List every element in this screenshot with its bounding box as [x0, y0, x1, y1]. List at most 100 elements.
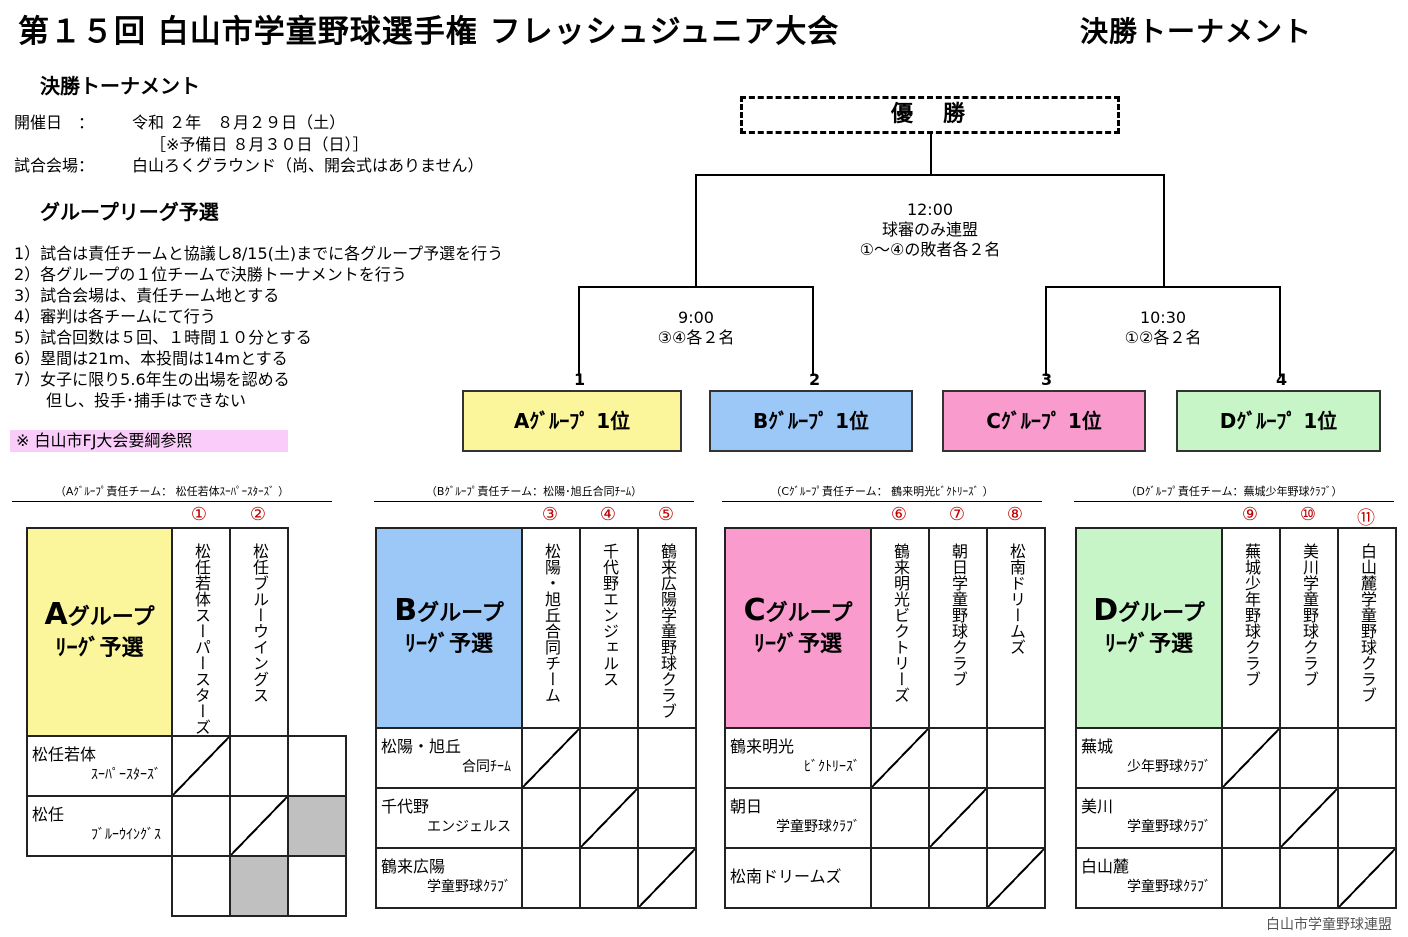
- row-team: 松南ドリームズ: [724, 847, 872, 909]
- row-team-sub: ﾌﾞﾙｰｳｲﾝｸﾞｽ: [91, 827, 161, 843]
- reserve-date: ［※予備日 ８月３０日（日）］: [150, 135, 369, 154]
- group-letter: B: [394, 592, 418, 628]
- semi-right-note: ①②各２名: [1124, 328, 1202, 347]
- score-cell: [928, 727, 988, 789]
- semi-right-time: 10:30: [1139, 308, 1187, 327]
- team-number: ⑤: [657, 504, 675, 525]
- row-team-sub: 少年野球ｸﾗﾌﾞ: [1127, 759, 1211, 775]
- score-cell: [171, 795, 231, 857]
- group-label: グループ: [765, 600, 853, 626]
- venue-label: 試合会場：: [14, 156, 95, 175]
- row-team-name: 鶴来明光: [730, 737, 795, 756]
- row-team-sub: ﾋﾞｸﾄﾘｰｽﾞ: [804, 759, 860, 775]
- rule-item: 7）女子に限り5.6年生の出場を認める: [14, 370, 290, 389]
- self-match-cell: [171, 735, 231, 797]
- resp-team-d: （Dｸﾞﾙｰﾌﾟ責任チーム：蕪城少年野球ｸﾗﾌﾞ）: [1074, 483, 1394, 502]
- league-label: ﾘｰｸﾞ予選: [55, 635, 144, 661]
- team-number: ④: [599, 504, 617, 525]
- row-team: 鶴来明光 ﾋﾞｸﾄﾘｰｽﾞ: [724, 727, 872, 789]
- rule-item: 4）審判は各チームにて行う: [14, 307, 216, 326]
- row-team-sub: 合同ﾁｰﾑ: [462, 759, 511, 775]
- row-team: 朝日学童野球ｸﾗﾌﾞ: [724, 787, 872, 849]
- column-team-name: 松任若体スーパースターズ: [192, 543, 211, 735]
- self-match-cell: [870, 727, 930, 789]
- resp-team-b: （Bｸﾞﾙｰﾌﾟ責任チーム：松陽･旭丘合同ﾁｰﾑ）: [374, 483, 694, 502]
- team-number: ⑨: [1241, 504, 1259, 525]
- group-a-title: Aグループ ﾘｰｸﾞ予選: [26, 527, 173, 737]
- blank-cell: [287, 795, 347, 857]
- bracket-line: [1045, 286, 1281, 376]
- score-cell: [1279, 847, 1339, 909]
- team-number: ②: [249, 504, 267, 525]
- semi-left-info: 9:00 ③④各２名: [626, 308, 766, 348]
- row-team-sub: ｽｰﾊﾟｰｽﾀｰｽﾞ: [91, 767, 161, 783]
- info-heading: 決勝トーナメント: [40, 74, 200, 98]
- final-note: ①～④の敗者各２名: [859, 240, 1001, 259]
- column-team: 蕪城少年野球クラブ: [1221, 527, 1281, 729]
- score-cell: [637, 787, 697, 849]
- row-team: 千代野エンジェルス: [375, 787, 523, 849]
- score-cell: [287, 855, 347, 917]
- row-team-sub: 学童野球ｸﾗﾌﾞ: [427, 879, 511, 895]
- semi-left-time: 9:00: [678, 308, 714, 327]
- group-b-title: Bグループ ﾘｰｸﾞ予選: [375, 527, 523, 729]
- final-umpire: 球審のみ連盟: [881, 220, 978, 239]
- column-team-name: 松任ブルーウイングス: [250, 543, 269, 703]
- slot-group-c: Cｸﾞﾙｰﾌﾟ 1位: [942, 390, 1146, 452]
- group-letter: D: [1093, 592, 1119, 628]
- empty-cell: [288, 528, 346, 736]
- self-match-cell: [928, 787, 988, 849]
- row-team: 鶴来広陽学童野球ｸﾗﾌﾞ: [375, 847, 523, 909]
- column-team-name: 松南ドリームズ: [1007, 543, 1026, 655]
- row-team-name: 松陽・旭丘: [381, 737, 462, 756]
- score-cell: [579, 847, 639, 909]
- bracket-line: [578, 286, 814, 376]
- seed-label: 1: [574, 370, 586, 389]
- rule-item: 3）試合会場は、責任チーム地とする: [14, 286, 280, 305]
- team-number: ①: [190, 504, 208, 525]
- score-cell: [870, 847, 930, 909]
- row-team-name: 朝日: [730, 797, 763, 816]
- date-value: 令和 ２年 ８月２９日（土）: [132, 113, 346, 132]
- champion-box: 優 勝: [740, 96, 1120, 134]
- column-team-name: 蕪城少年野球クラブ: [1242, 543, 1261, 687]
- column-team-name: 松陽・旭丘合同チーム: [542, 543, 561, 703]
- group-c-title: Cグループ ﾘｰｸﾞ予選: [724, 527, 872, 729]
- score-cell: [637, 727, 697, 789]
- score-cell: [870, 787, 930, 849]
- column-team: 鶴来明光ビクトリーズ: [870, 527, 930, 729]
- column-team-name: 千代野エンジェルス: [600, 543, 619, 687]
- column-team: 松任ブルーウイングス: [229, 527, 289, 737]
- group-letter: A: [44, 596, 68, 632]
- group-d-title: Dグループ ﾘｰｸﾞ予選: [1075, 527, 1223, 729]
- league-label: ﾘｰｸﾞ予選: [404, 631, 493, 657]
- seed-label: 3: [1041, 370, 1053, 389]
- venue-value: 白山ろくグラウンド（尚、開会式はありません）: [132, 156, 484, 175]
- column-team: 松陽・旭丘合同チーム: [521, 527, 581, 729]
- rule-item: 6）塁間は21m、本投間は14mとする: [14, 349, 288, 368]
- column-team-name: 白山麓学童野球クラブ: [1358, 543, 1377, 703]
- team-number: ⑧: [1006, 504, 1024, 525]
- self-match-cell: [229, 795, 289, 857]
- self-match-cell: [579, 787, 639, 849]
- row-team-sub: エンジェルス: [427, 819, 511, 835]
- team-number: ⑥: [890, 504, 908, 525]
- row-team-name: 美川: [1081, 797, 1114, 816]
- score-cell: [171, 855, 231, 917]
- semi-left-note: ③④各２名: [657, 328, 735, 347]
- slot-group-d: Dｸﾞﾙｰﾌﾟ 1位: [1176, 390, 1381, 452]
- column-team: 松任若体スーパースターズ: [171, 527, 231, 737]
- self-match-cell: [986, 847, 1046, 909]
- team-number: ③: [541, 504, 559, 525]
- score-cell: [986, 727, 1046, 789]
- column-team: 鶴来広陽学童野球クラブ: [637, 527, 697, 729]
- rule-item: 1）試合は責任チームと協議し8/15(土)までに各グループ予選を行う: [14, 244, 504, 263]
- slot-group-b: Bｸﾞﾙｰﾌﾟ 1位: [709, 390, 913, 452]
- row-team-name: 松南ドリームズ: [730, 867, 842, 886]
- seed-label: 4: [1276, 370, 1288, 389]
- row-team-name: 蕪城: [1081, 737, 1114, 756]
- team-number: ⑦: [948, 504, 966, 525]
- column-team: 松南ドリームズ: [986, 527, 1046, 729]
- group-d-table: Dグループ ﾘｰｸﾞ予選 蕪城少年野球クラブ 美川学童野球クラブ 白山麓学童野球…: [1075, 527, 1397, 909]
- league-label: ﾘｰｸﾞ予選: [753, 631, 842, 657]
